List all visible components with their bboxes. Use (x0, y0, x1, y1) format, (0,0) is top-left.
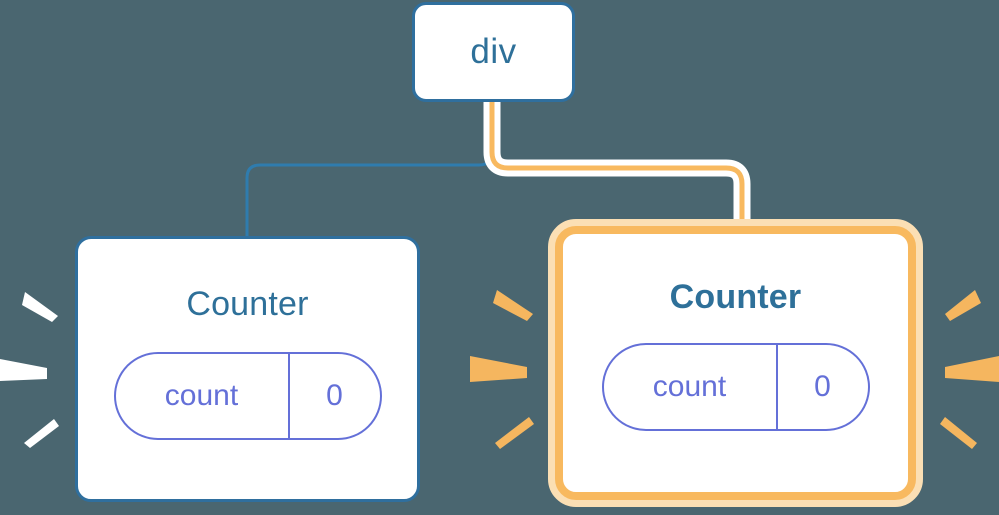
spark-wedge-icon (470, 356, 527, 382)
state-pill-key-cell: count (604, 345, 778, 429)
counter-left-spark-group (0, 292, 59, 448)
node-counter-right-frame: Counter count 0 (555, 226, 916, 500)
spark-wedge-icon (24, 419, 59, 448)
spark-wedge-icon (0, 359, 47, 381)
spark-wedge-icon (940, 417, 977, 449)
state-value-label: 0 (326, 379, 343, 412)
state-pill-counter-left: count 0 (113, 352, 382, 440)
state-key-label: count (164, 379, 239, 412)
spark-wedge-icon (495, 417, 534, 449)
state-value-label: 0 (814, 370, 831, 403)
spark-wedge-icon (945, 290, 981, 321)
node-counter-left[interactable]: Counter count 0 (75, 236, 420, 502)
state-pill-value-cell: 0 (290, 354, 380, 438)
state-key-label: count (652, 370, 727, 403)
node-div[interactable]: div (412, 2, 575, 102)
node-counter-left-title: Counter (186, 285, 309, 323)
edge-div-to-counter-right-halo (483, 101, 751, 232)
state-pill-counter-right: count 0 (601, 343, 870, 431)
counter-right-left-spark-group (470, 290, 534, 449)
state-pill-key-cell: count (116, 354, 290, 438)
counter-right-right-spark-group (940, 290, 999, 449)
edge-div-to-counter-right (489, 101, 745, 232)
spark-wedge-icon (22, 292, 58, 322)
node-counter-right[interactable]: Counter count 0 (548, 219, 923, 507)
state-pill-value-cell: 0 (778, 345, 868, 429)
edge-div-to-counter-left (245, 101, 494, 239)
spark-wedge-icon (945, 356, 999, 382)
spark-wedge-icon (493, 290, 533, 321)
node-div-label: div (470, 32, 517, 71)
node-counter-right-title: Counter (669, 278, 802, 316)
